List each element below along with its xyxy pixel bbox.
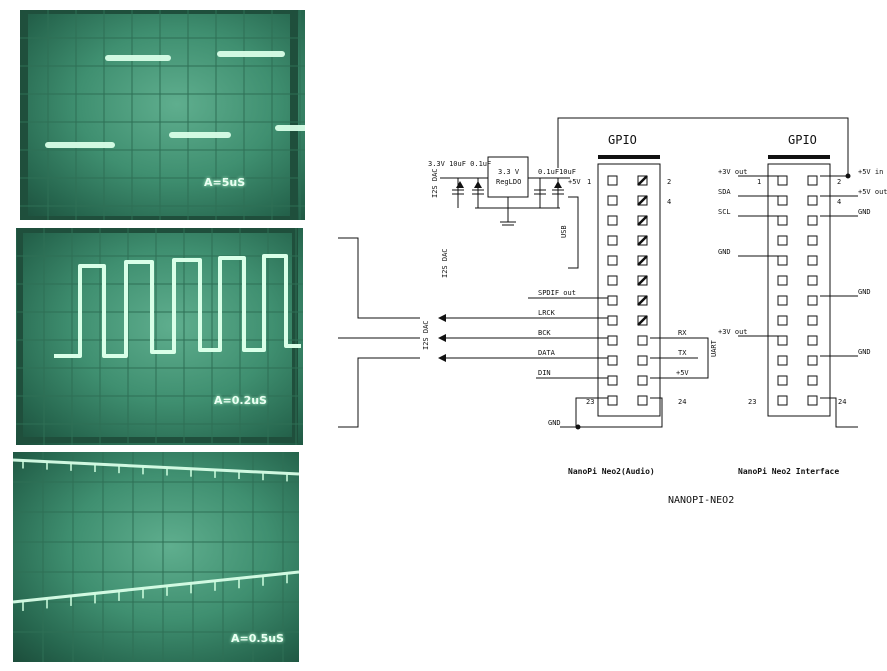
gpio-pin: [637, 355, 648, 366]
gpio-pin: [807, 375, 818, 386]
left-pin-4: 4: [667, 198, 671, 206]
gpio-pin: [777, 375, 788, 386]
gpio-pin: [777, 355, 788, 366]
gpio-pin: [607, 315, 618, 326]
signal-spdif: SPDIF out: [538, 289, 576, 297]
gpio-pin: [777, 175, 788, 186]
gpio-pin: [807, 335, 818, 346]
signal-gnd-bottom: GND: [548, 419, 561, 427]
usb-label: USB: [560, 225, 568, 238]
right-pin-2: 2: [837, 178, 841, 186]
scope-1-graticule: [20, 10, 305, 220]
gpio-pin: [777, 215, 788, 226]
gpio-pin: [607, 195, 618, 206]
gpio-pin: [607, 335, 618, 346]
gpio-pin: [777, 195, 788, 206]
left-board-label: NanoPi Neo2(Audio): [568, 466, 655, 476]
right-gnd-3: GND: [858, 348, 871, 356]
footer-title: NANOPI-NEO2: [668, 495, 734, 506]
signal-bck: BCK: [538, 329, 551, 337]
gpio-pin: [607, 395, 618, 406]
gpio-pin: [637, 395, 648, 406]
scope-1-timebase-label: A=5uS: [204, 176, 246, 189]
right-sda: SDA: [718, 188, 731, 196]
scope-2-graticule: [16, 228, 303, 445]
gpio-pin: [807, 215, 818, 226]
scope-3-graticule: [13, 452, 299, 662]
signal-plus5: +5V: [676, 369, 689, 377]
gpio-pin: [807, 275, 818, 286]
right-pin-4: 4: [837, 198, 841, 206]
signal-lrck: LRCK: [538, 309, 556, 317]
right-3v-out-bottom: +3V out: [718, 328, 748, 336]
gpio-pin: [777, 335, 788, 346]
gpio-pin: [807, 255, 818, 266]
signal-data: DATA: [538, 349, 556, 357]
gpio-pin: [607, 235, 618, 246]
scope-3-timebase-label: A=0.5uS: [231, 632, 284, 645]
right-plus5-out: +5V out: [858, 188, 887, 196]
oscilloscope-photo-3: A=0.5uS: [13, 452, 299, 662]
right-plus5-in: +5V in: [858, 168, 883, 176]
reg-plus5-label: +5V: [568, 178, 581, 186]
right-gnd-left: GND: [718, 248, 731, 256]
caps-right-label: 0.1uF10uF: [538, 168, 576, 176]
scope-2-timebase-label: A=0.2uS: [214, 394, 267, 407]
uart-label: UART: [710, 339, 718, 357]
oscilloscope-photo-2: A=0.2uS: [16, 228, 303, 445]
left-pin-1: 1: [587, 178, 591, 186]
right-board-label: NanoPi Neo2 Interface: [738, 466, 839, 476]
oscilloscope-photo-1: A=5uS: [20, 10, 305, 220]
gpio-left-title: GPIO: [608, 133, 637, 147]
signal-din: DIN: [538, 369, 551, 377]
signal-rx: RX: [678, 329, 687, 337]
gpio-pin: [607, 355, 618, 366]
right-gnd-2: GND: [858, 288, 871, 296]
gpio-pin: [807, 355, 818, 366]
gpio-pin: [807, 395, 818, 406]
gpio-pin: [637, 375, 648, 386]
gpio-pin: [807, 175, 818, 186]
i2s-dac-mid-label: I2S DAC: [441, 248, 449, 278]
gpio-pin: [607, 255, 618, 266]
right-gnd-1: GND: [858, 208, 871, 216]
gpio-pin: [607, 295, 618, 306]
right-pin-23: 23: [748, 398, 756, 406]
gpio-pin: [807, 195, 818, 206]
i2s-dac-bus-label: I2S DAC: [422, 320, 430, 350]
right-scl: SCL: [718, 208, 731, 216]
i2s-dac-top-label: I2S DAC: [431, 168, 439, 198]
right-pin-1: 1: [757, 178, 761, 186]
gpio-pin: [637, 335, 648, 346]
left-pin-2: 2: [667, 178, 671, 186]
gpio-pin: [807, 295, 818, 306]
right-pin-24: 24: [838, 398, 846, 406]
gpio-pin: [607, 375, 618, 386]
gpio-pin: [777, 395, 788, 406]
gpio-pin: [607, 215, 618, 226]
right-3v-out-top: +3V out: [718, 168, 748, 176]
caps-left-label: 3.3V 10uF 0.1uF: [428, 160, 491, 168]
left-pin-23: 23: [586, 398, 594, 406]
gpio-pin: [807, 235, 818, 246]
gpio-pin: [777, 295, 788, 306]
gpio-pin: [607, 175, 618, 186]
gpio-pin: [777, 275, 788, 286]
signal-tx: TX: [678, 349, 687, 357]
gpio-pin: [807, 315, 818, 326]
regulator-label-1: 3.3 V: [498, 168, 520, 176]
gpio-pin: [607, 275, 618, 286]
gpio-pin: [777, 255, 788, 266]
gpio-pin: [777, 235, 788, 246]
regulator-label-2: RegLDO: [496, 178, 521, 186]
gpio-pin: [777, 315, 788, 326]
left-pin-24: 24: [678, 398, 686, 406]
gpio-right-title: GPIO: [788, 133, 817, 147]
